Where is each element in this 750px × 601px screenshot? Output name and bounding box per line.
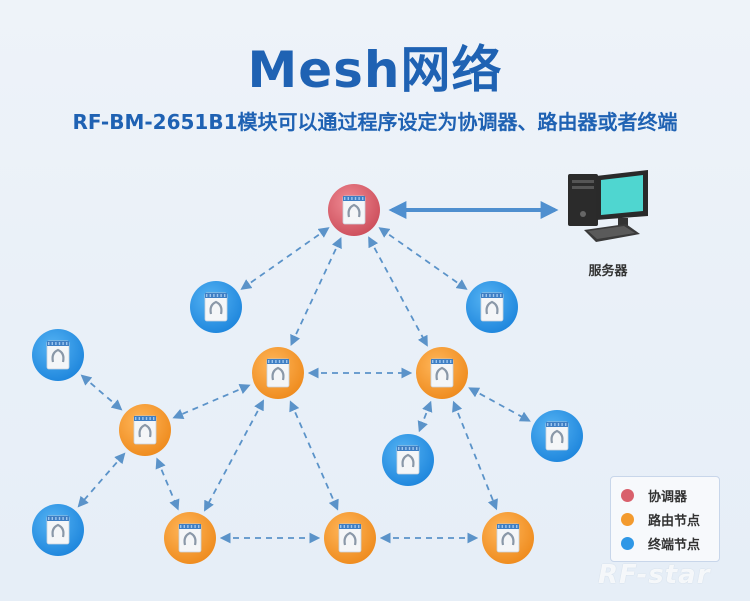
legend: 协调器 路由节点 终端节点 — [610, 476, 720, 562]
node-coordinator — [328, 184, 380, 236]
link-router2-end6 — [417, 400, 433, 433]
link-router1-router3 — [172, 384, 251, 419]
node-end2 — [466, 281, 518, 333]
legend-label-router: 路由节点 — [648, 513, 701, 529]
legend-dot-end — [621, 536, 634, 550]
module-chip-icon — [178, 523, 202, 553]
link-coordinator-router2 — [368, 236, 428, 347]
legend-item-router: 路由节点 — [621, 510, 701, 529]
module-chip-icon — [496, 523, 520, 553]
legend-dot-coordinator — [621, 488, 634, 502]
link-coordinator-router1 — [290, 237, 342, 346]
legend-dot-router — [621, 512, 634, 526]
module-chip-icon — [46, 340, 70, 370]
link-router2-router6 — [452, 400, 498, 511]
link-router1-router4 — [204, 399, 264, 512]
module-chip-icon — [480, 292, 504, 322]
module-chip-icon — [545, 421, 569, 451]
legend-label-end: 终端节点 — [648, 537, 701, 553]
module-chip-icon — [338, 523, 362, 553]
link-coordinator-end1 — [240, 227, 330, 290]
node-router4 — [164, 512, 216, 564]
link-router1-router5 — [289, 400, 339, 511]
node-router3 — [119, 404, 171, 456]
links-group — [77, 227, 531, 544]
link-router3-end5 — [77, 452, 126, 508]
node-router1 — [252, 347, 304, 399]
page-title: Mesh网络 — [247, 41, 503, 99]
module-chip-icon — [266, 358, 290, 388]
module-chip-icon — [133, 415, 157, 445]
legend-item-coordinator: 协调器 — [621, 486, 688, 505]
node-router2 — [416, 347, 468, 399]
node-router5 — [324, 512, 376, 564]
module-chip-icon — [342, 195, 366, 225]
computer-icon — [568, 170, 648, 242]
link-router3-router4 — [155, 457, 180, 511]
link-router2-end4 — [468, 387, 531, 422]
module-chip-icon — [46, 515, 70, 545]
node-end4 — [531, 410, 583, 462]
nodes-group — [32, 184, 583, 564]
module-chip-icon — [396, 445, 420, 475]
server-label: 服务器 — [588, 264, 628, 279]
legend-item-end: 终端节点 — [621, 534, 701, 553]
link-coordinator-end2 — [378, 227, 468, 290]
node-end6 — [382, 434, 434, 486]
page-subtitle: RF-BM-2651B1模块可以通过程序设定为协调器、路由器或者终端 — [72, 110, 678, 134]
node-end1 — [190, 281, 242, 333]
node-end3 — [32, 329, 84, 381]
link-end3-router3 — [80, 374, 123, 411]
node-end5 — [32, 504, 84, 556]
legend-label-coordinator: 协调器 — [648, 489, 688, 505]
rf-star-logo: RF-star — [598, 560, 711, 590]
module-chip-icon — [204, 292, 228, 322]
module-chip-icon — [430, 358, 454, 388]
node-router6 — [482, 512, 534, 564]
